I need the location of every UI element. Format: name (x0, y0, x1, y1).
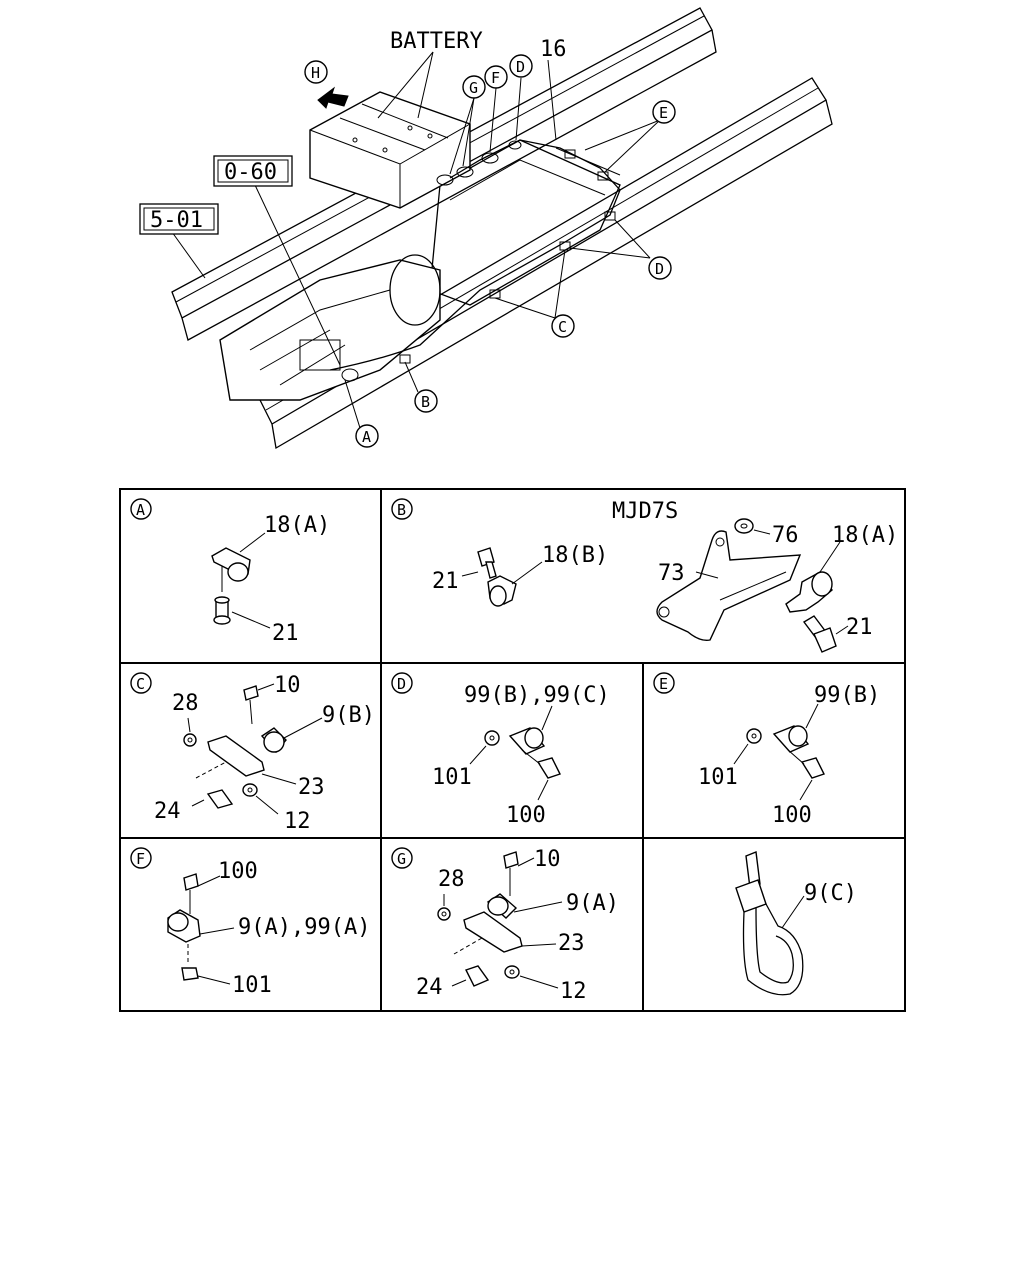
callout-g: G (462, 75, 486, 99)
svg-text:E: E (659, 104, 668, 122)
svg-text:B: B (421, 393, 430, 411)
svg-text:C: C (558, 318, 567, 336)
panel-letter-e: E (653, 672, 675, 694)
label-9a: 9(A) (566, 891, 619, 916)
svg-text:D: D (516, 58, 525, 76)
ref-box-5-01: 5-01 (139, 203, 219, 235)
panel-letter-a: A (130, 498, 152, 520)
label-21-right: 21 (846, 615, 873, 640)
label-23: 23 (298, 775, 325, 800)
callout-c: C (551, 314, 575, 338)
callout-h: H (304, 60, 328, 84)
label-28-g: 28 (438, 867, 465, 892)
label-101-f: 101 (232, 973, 272, 998)
label-100-f: 100 (218, 859, 258, 884)
panel-letter-g: G (391, 847, 413, 869)
label-9c: 9(C) (804, 881, 857, 906)
svg-text:B: B (397, 501, 406, 519)
label-18a-right: 18(A) (832, 523, 898, 548)
label-12-g: 12 (560, 979, 587, 1004)
svg-text:0-60: 0-60 (224, 160, 277, 185)
callout-b: B (414, 389, 438, 413)
svg-text:H: H (311, 64, 320, 82)
panel-c: C 28 10 9(B) 23 24 12 (130, 672, 375, 834)
label-99b-99c: 99(B),99(C) (464, 683, 610, 708)
label-100: 100 (506, 803, 546, 828)
panel-letter-d: D (391, 672, 413, 694)
panel-f: F 100 9(A),99(A) 101 (130, 847, 370, 998)
svg-text:A: A (136, 501, 145, 519)
panel-b: B MJD7S 21 18(B) 76 18(A) 21 73 (391, 498, 898, 653)
label-101: 101 (432, 765, 472, 790)
svg-text:G: G (469, 79, 478, 97)
svg-text:F: F (491, 69, 500, 87)
callout-a: A (355, 424, 379, 448)
model-code: MJD7S (612, 499, 678, 524)
chassis-overview: BATTERY 16 0-60 5-01 H G F D E D C B A (139, 7, 833, 450)
label-9b: 9(B) (322, 703, 375, 728)
label-100-e: 100 (772, 803, 812, 828)
label-12: 12 (284, 809, 311, 834)
callout-f: F (484, 65, 508, 89)
panel-letter-b: B (391, 498, 413, 520)
callout-e: E (652, 100, 676, 124)
svg-text:C: C (136, 675, 145, 693)
battery-box (309, 91, 471, 209)
panel-letter-f: F (130, 847, 152, 869)
svg-text:A: A (362, 428, 371, 446)
label-99b: 99(B) (814, 683, 880, 708)
callout-d-right: D (648, 256, 672, 280)
panel-d: D 99(B),99(C) 101 100 (391, 672, 610, 828)
ref-box-0-60: 0-60 (213, 155, 293, 187)
svg-text:D: D (397, 675, 406, 693)
label-24: 24 (154, 799, 181, 824)
label-21-left: 21 (432, 569, 459, 594)
svg-text:G: G (397, 850, 406, 868)
label-24-g: 24 (416, 975, 443, 1000)
panel-cable-tie: 9(C) (735, 851, 857, 996)
label-28: 28 (172, 691, 199, 716)
svg-text:D: D (655, 260, 664, 278)
label-23-g: 23 (558, 931, 585, 956)
panel-g: G 28 10 9(A) 23 24 12 (391, 847, 619, 1004)
label-9a-99a: 9(A),99(A) (238, 915, 370, 940)
view-arrow (317, 86, 349, 109)
label-76: 76 (772, 523, 799, 548)
panel-e: E 99(B) 101 100 (653, 672, 880, 828)
part-label-16: 16 (540, 37, 567, 62)
label-73: 73 (658, 561, 685, 586)
svg-text:E: E (659, 675, 668, 693)
detail-grid (119, 488, 906, 1012)
battery-label: BATTERY (390, 29, 483, 54)
label-18b: 18(B) (542, 543, 608, 568)
callout-d-top: D (509, 54, 533, 78)
svg-text:F: F (136, 850, 145, 868)
label-21: 21 (272, 621, 299, 646)
svg-text:5-01: 5-01 (150, 208, 203, 233)
label-101-e: 101 (698, 765, 738, 790)
label-18a: 18(A) (264, 513, 330, 538)
label-10: 10 (274, 673, 301, 698)
panel-a: A 18(A) 21 (130, 498, 330, 646)
panel-letter-c: C (130, 672, 152, 694)
transmission (219, 254, 441, 401)
label-10-g: 10 (534, 847, 561, 872)
